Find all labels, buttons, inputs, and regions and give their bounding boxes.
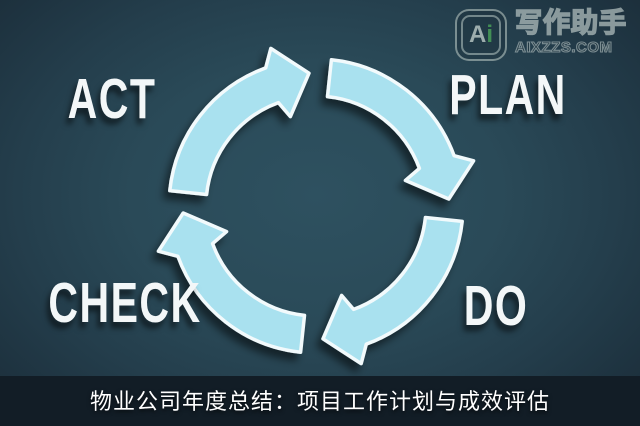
cycle-arrow — [321, 215, 464, 366]
stage-label-check-text: CHECK — [48, 271, 202, 335]
stage-label-act-text: ACT — [67, 67, 157, 131]
badge-letter-a: A — [468, 21, 487, 48]
badge-letter-i: i — [486, 21, 493, 48]
watermark-domain: AIXZZS.COM — [514, 39, 613, 57]
watermark-brand-name: 写作助手 — [514, 8, 627, 38]
stage-label-do: DO — [451, 273, 541, 339]
stage-label-plan-text: PLAN — [449, 63, 567, 127]
stage-label-check: CHECK — [19, 270, 232, 336]
cycle-arrow — [168, 46, 311, 197]
stage-label-plan: PLAN — [426, 62, 589, 128]
caption-title: 物业公司年度总结：项目工作计划与成效评估 — [89, 388, 550, 414]
stage-label-do-text: DO — [463, 274, 529, 338]
watermark-text-column: 写作助手 AIXZZS.COM — [514, 8, 627, 57]
stage-label-act: ACT — [50, 66, 173, 132]
caption-bar: 物业公司年度总结：项目工作计划与成效评估 — [0, 376, 640, 426]
